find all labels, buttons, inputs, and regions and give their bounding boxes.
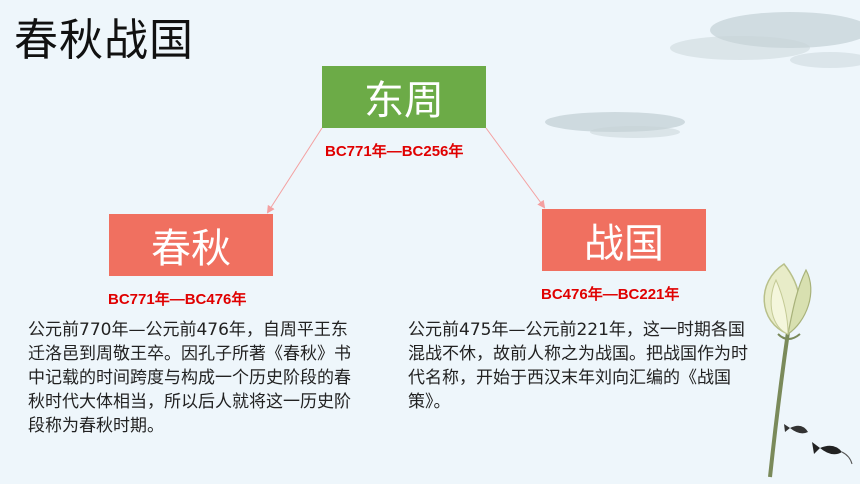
warring-states-box: 战国 [542,209,706,271]
ink-cloud-mid-right [545,112,685,138]
eastern-zhou-date: BC771年—BC256年 [325,143,464,160]
warring-states-description: 公元前475年—公元前221年，这一时期各国混战不休，故前人称之为战国。把战国作… [408,320,748,412]
warring-states-label: 战国 [584,221,664,267]
eastern-zhou-label: 东周 [364,78,444,124]
spring-autumn-description: 公元前770年—公元前476年，自周平王东迁洛邑到周敬王卒。因孔子所著《春秋》书… [28,320,351,436]
fish-icon [784,424,853,465]
arrow-to-spring-autumn [266,127,323,214]
eastern-zhou-box: 东周 [322,66,486,128]
spring-autumn-label: 春秋 [151,226,231,272]
warring-states-date: BC476年—BC221年 [541,286,680,303]
ink-cloud-top-right [670,12,860,68]
page-title: 春秋战国 [14,15,194,66]
arrow-to-warring-states [485,127,546,209]
lotus-illustration [763,263,812,478]
spring-autumn-box: 春秋 [109,214,273,276]
spring-autumn-date: BC771年—BC476年 [108,291,247,308]
